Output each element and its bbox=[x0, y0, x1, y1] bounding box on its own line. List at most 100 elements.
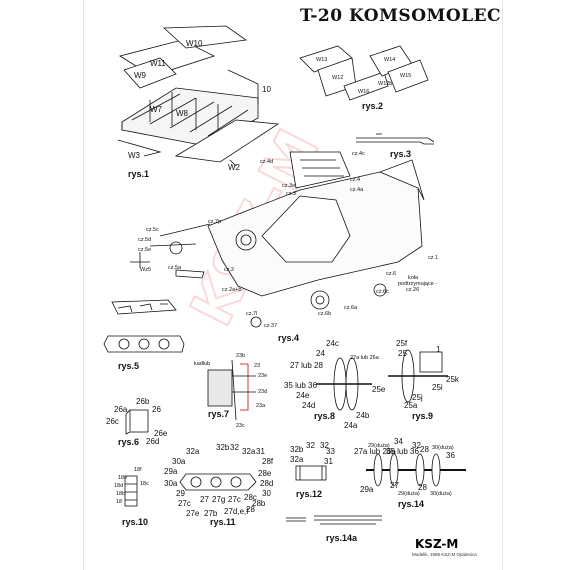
label-18e: 18e bbox=[118, 475, 128, 481]
caption-rys5: rys.5 bbox=[118, 361, 140, 371]
caption-rys8: rys.8 bbox=[314, 411, 336, 421]
label-25: 25 bbox=[398, 349, 407, 358]
label-18b: 18b bbox=[116, 491, 126, 497]
label-30big: 30(duża) bbox=[430, 491, 452, 497]
label-w12b: W12b bbox=[378, 81, 393, 87]
label-35-36: 35 lub 36 bbox=[284, 381, 317, 390]
caption-rys4: rys.4 bbox=[278, 333, 300, 343]
label-cz6: cz.6 bbox=[386, 271, 397, 277]
label-28c: 28c bbox=[244, 493, 257, 502]
rys12-drawing bbox=[295, 465, 327, 481]
label-wz5: Wz5 bbox=[140, 267, 151, 273]
label-cz4c: cz.4c bbox=[352, 151, 365, 157]
label-kola-2: podtrzymujące - bbox=[398, 281, 438, 287]
label-28f: 28f bbox=[262, 457, 274, 466]
rys2-drawing bbox=[299, 45, 429, 101]
label-kola: koła bbox=[408, 275, 419, 281]
rys8-drawing bbox=[316, 357, 372, 411]
label-27g: 27g bbox=[212, 495, 226, 504]
label-cz5a: cz.5a bbox=[168, 265, 182, 271]
label-24: 24 bbox=[316, 349, 325, 358]
label-10: 10 bbox=[262, 85, 271, 94]
label-23a: 23a bbox=[256, 403, 266, 409]
label-w7: W7 bbox=[150, 105, 162, 114]
page-title: T-20 KOMSOMOLEC bbox=[300, 6, 502, 26]
label-w12: W12 bbox=[332, 75, 344, 81]
label-28b: 28b bbox=[252, 499, 266, 508]
label-36: 36 bbox=[446, 451, 455, 460]
label-32: 32 bbox=[230, 443, 239, 452]
label-31: 31 bbox=[256, 447, 265, 456]
label-30: 30 bbox=[262, 489, 271, 498]
label-w10: W10 bbox=[186, 39, 203, 48]
label-w11: W11 bbox=[150, 59, 166, 68]
label-24d: 24d bbox=[302, 401, 316, 410]
rys14a-drawing bbox=[286, 515, 382, 525]
label-24a: 24a bbox=[344, 421, 358, 430]
label-27e: 27e bbox=[186, 509, 200, 518]
label-24c: 24c bbox=[326, 339, 339, 348]
rys10-drawing bbox=[124, 475, 138, 507]
label-24b: 24b bbox=[356, 411, 370, 420]
label-18d: 18d bbox=[114, 483, 124, 489]
caption-rys14a: rys.14a bbox=[326, 533, 358, 543]
label-25i: 25i bbox=[432, 383, 443, 392]
label-30big-top: 30(duża) bbox=[432, 445, 454, 451]
label-cz1: cz.1 bbox=[428, 255, 439, 261]
label-27-r14: 27 bbox=[390, 481, 399, 490]
label-w15: W15 bbox=[400, 73, 412, 79]
rys5-drawing bbox=[103, 299, 185, 353]
label-cz5d: cz.5d bbox=[138, 237, 152, 243]
rys1-drawing bbox=[117, 25, 280, 167]
label-25f: 25f bbox=[396, 339, 408, 348]
label-w14: W14 bbox=[384, 57, 396, 63]
label-32-r12b: 32 bbox=[320, 441, 329, 450]
label-27b: 27b bbox=[204, 509, 218, 518]
label-18c: 18c bbox=[140, 481, 149, 487]
caption-rys12: rys.12 bbox=[296, 489, 323, 499]
label-34: 34 bbox=[394, 437, 403, 446]
label-24e: 24e bbox=[296, 391, 310, 400]
label-26d: 26d bbox=[146, 437, 160, 446]
rys6-drawing bbox=[125, 409, 149, 435]
label-cz2: cz.2 bbox=[224, 267, 235, 273]
label-27c: 27c bbox=[178, 499, 191, 508]
caption-rys7: rys.7 bbox=[208, 409, 230, 419]
label-30a-top: 30a bbox=[172, 457, 186, 466]
label-kola-3: cz.26 bbox=[406, 287, 420, 293]
label-28a: 28 bbox=[420, 445, 429, 454]
label-cz6b: cz.6b bbox=[318, 311, 332, 317]
label-23d: 23d bbox=[258, 389, 268, 395]
rys9-drawing bbox=[388, 349, 448, 403]
label-cz2ab: cz.2a+b bbox=[222, 287, 242, 293]
label-26e: 26e bbox=[154, 429, 168, 438]
label-26c: 26c bbox=[106, 417, 119, 426]
label-cz37: cz.37 bbox=[264, 323, 278, 329]
rys7-drawing bbox=[207, 359, 256, 421]
label-w8: W8 bbox=[176, 109, 188, 118]
label-32b: 32b bbox=[216, 443, 230, 452]
label-32-r12: 32 bbox=[306, 441, 315, 450]
label-cz3: cz.3 bbox=[286, 191, 297, 197]
label-cz5e: cz.5e bbox=[138, 247, 152, 253]
label-26a: 26a bbox=[114, 405, 128, 414]
label-30a: 30a bbox=[164, 479, 178, 488]
label-27a-r14: 27a lub 26a bbox=[354, 447, 396, 456]
label-28-r14: 28 bbox=[418, 483, 427, 492]
label-25e: 25e bbox=[372, 385, 386, 394]
label-25j: 25j bbox=[412, 393, 423, 402]
label-cz5c: cz.5c bbox=[146, 227, 159, 233]
label-27c-right: 27c bbox=[228, 495, 241, 504]
label-32-r14: 32 bbox=[412, 441, 421, 450]
ksz-m-logo: KSZ-M bbox=[415, 537, 459, 551]
label-35: 35 lub 36 bbox=[386, 447, 419, 456]
label-23: 23 bbox=[254, 363, 261, 369]
caption-rys10: rys.10 bbox=[122, 517, 149, 527]
label-29big-top: 29(duża) bbox=[368, 443, 390, 449]
label-26b: 26b bbox=[136, 397, 150, 406]
label-w16: W16 bbox=[358, 89, 370, 95]
label-32a-right: 32a bbox=[242, 447, 256, 456]
label-cz4a: cz.4a bbox=[350, 187, 364, 193]
label-25a: 25a bbox=[404, 401, 418, 410]
